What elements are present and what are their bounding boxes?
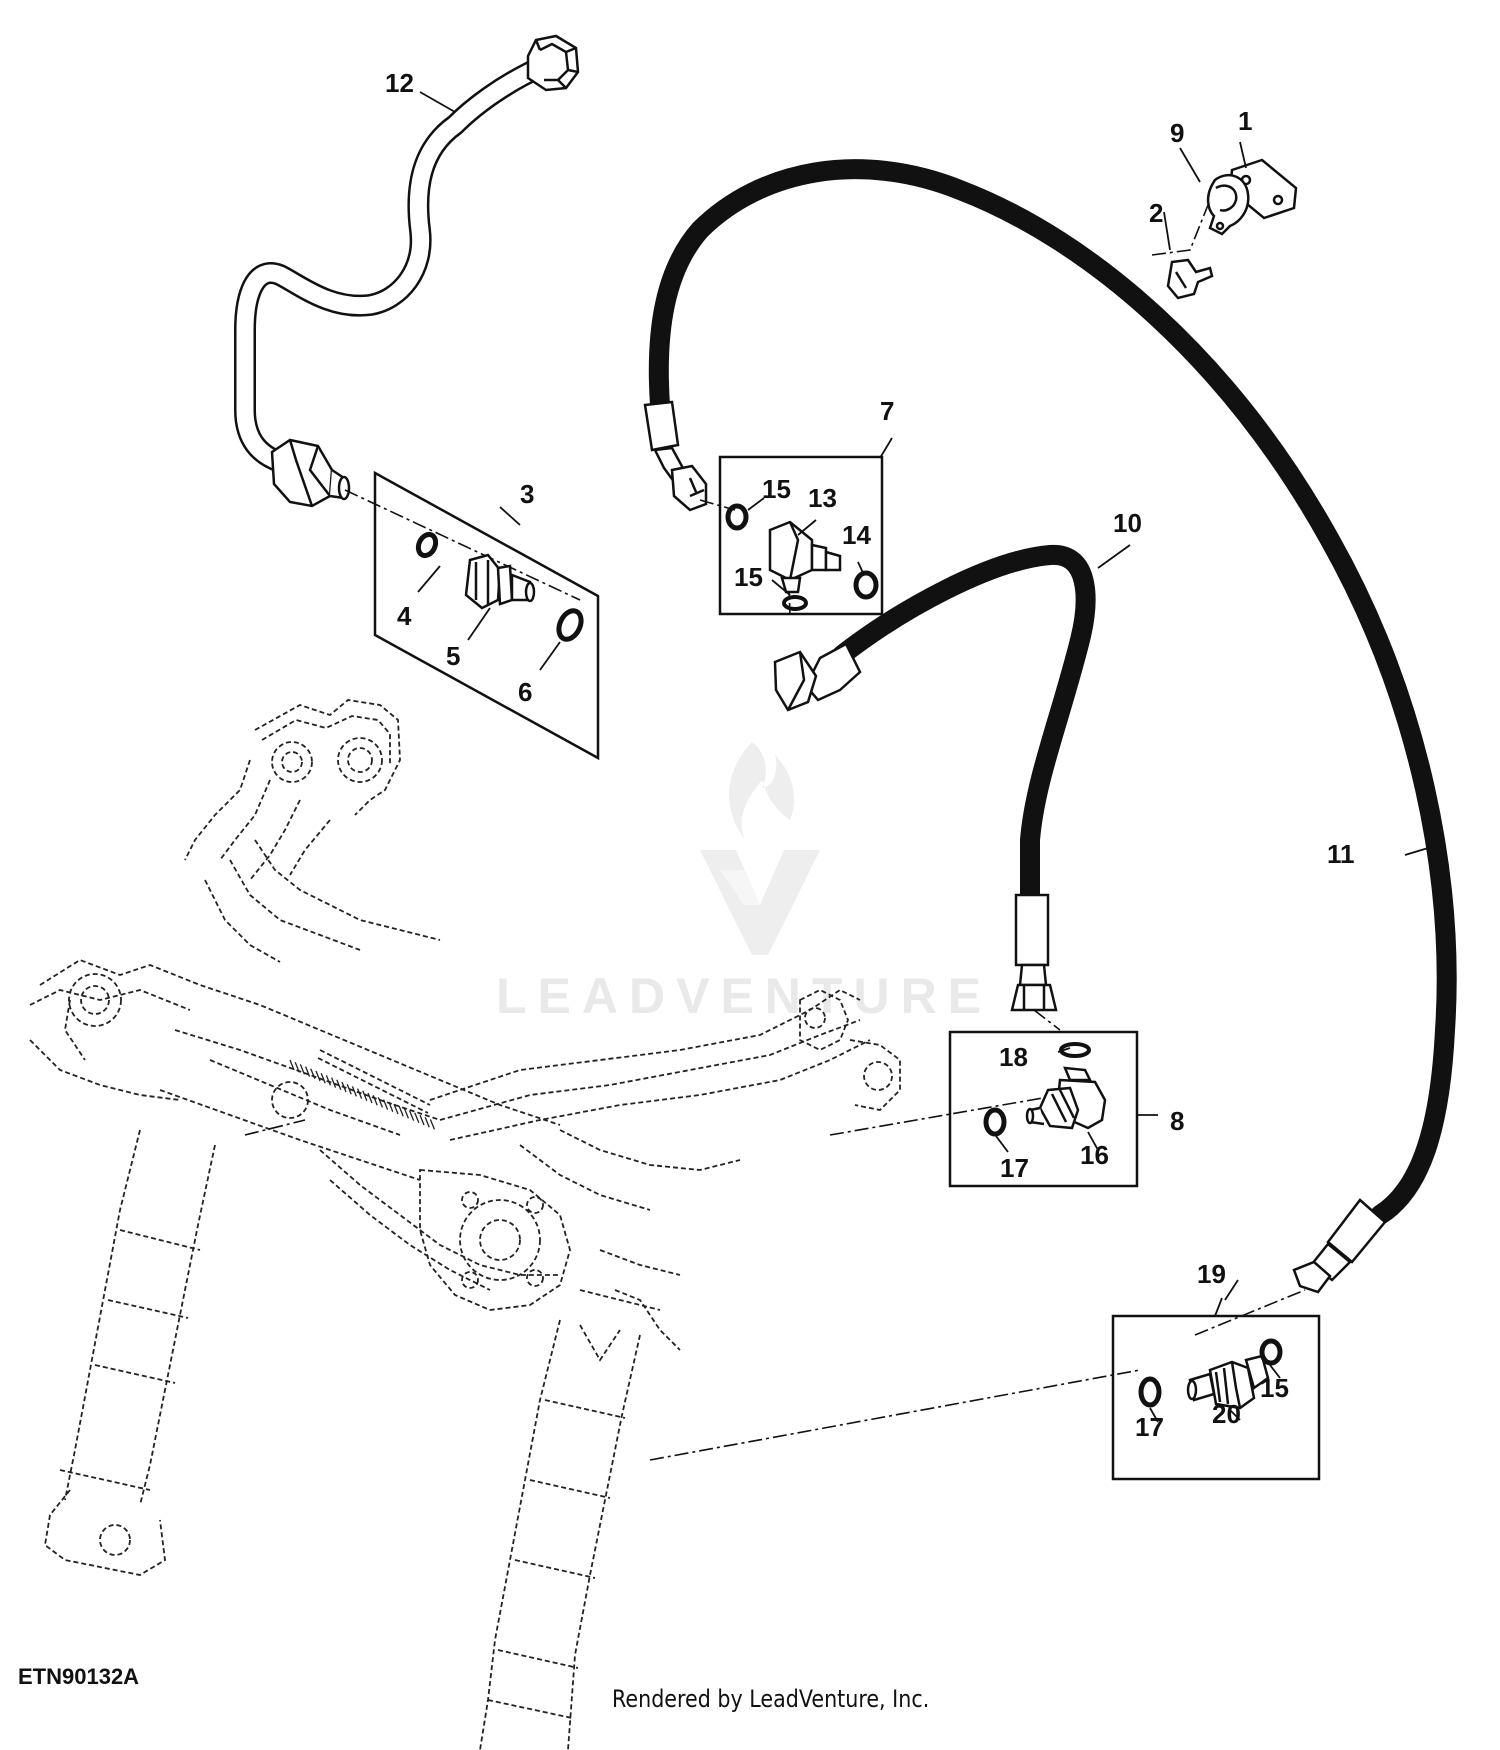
hatch-tick bbox=[315, 1070, 321, 1082]
callout-8: 8 bbox=[1170, 1106, 1184, 1136]
callout-18: 18 bbox=[999, 1042, 1028, 1072]
hatch-tick bbox=[289, 1059, 295, 1071]
callouts: 1 2 3 4 5 6 7 8 9 10 11 12 13 14 15 15 1… bbox=[385, 68, 1355, 1442]
hatch-tick bbox=[372, 1094, 378, 1106]
hatch-tick bbox=[429, 1119, 436, 1130]
detail-group-3 bbox=[373, 470, 600, 761]
hatch-tick bbox=[419, 1114, 425, 1126]
tee-fitting-13 bbox=[768, 520, 842, 594]
detail-group-7 bbox=[718, 437, 893, 616]
callout-10: 10 bbox=[1113, 508, 1142, 538]
fitting-20 bbox=[1186, 1354, 1270, 1410]
detail-group-8 bbox=[948, 1030, 1158, 1188]
hatch-tick bbox=[351, 1086, 358, 1097]
callout-9: 9 bbox=[1170, 118, 1184, 148]
hatch-tick bbox=[424, 1116, 430, 1128]
frame-hatching bbox=[289, 1059, 436, 1130]
hatch-tick bbox=[310, 1068, 316, 1080]
callout-6: 6 bbox=[518, 677, 532, 707]
watermark-logo-icon bbox=[700, 742, 820, 955]
callout-4: 4 bbox=[397, 601, 412, 631]
rigid-tube-12 bbox=[234, 34, 580, 508]
callout-15-box7-bottom: 15 bbox=[734, 562, 763, 592]
hatch-tick bbox=[294, 1061, 300, 1073]
callout-17-box8: 17 bbox=[1000, 1153, 1029, 1183]
callout-1: 1 bbox=[1238, 106, 1252, 136]
callout-16: 16 bbox=[1080, 1140, 1109, 1170]
hatch-tick bbox=[325, 1075, 332, 1086]
callout-20: 20 bbox=[1212, 1399, 1241, 1429]
hatch-tick bbox=[393, 1103, 399, 1115]
detail-group-19 bbox=[1111, 1297, 1321, 1481]
callout-11: 11 bbox=[1327, 839, 1355, 869]
callout-3: 3 bbox=[520, 479, 534, 509]
callout-7: 7 bbox=[880, 396, 894, 426]
tube-nut-bottom bbox=[270, 438, 351, 508]
center-lines bbox=[244, 204, 1306, 1461]
hatch-tick bbox=[336, 1079, 342, 1091]
clamp-9 bbox=[1206, 174, 1250, 236]
hatch-tick bbox=[356, 1088, 363, 1099]
adapter-5 bbox=[464, 553, 536, 610]
figure-id: ETN90132A bbox=[18, 1664, 140, 1689]
hatch-tick bbox=[299, 1064, 306, 1075]
callout-2: 2 bbox=[1149, 198, 1163, 228]
hatch-tick bbox=[320, 1072, 326, 1084]
watermark: LEADVENTURE bbox=[496, 742, 992, 1024]
hatch-tick bbox=[304, 1066, 311, 1077]
o-ring-4 bbox=[415, 531, 439, 559]
o-ring-6 bbox=[556, 608, 584, 642]
elbow-fitting-16 bbox=[1025, 1066, 1107, 1130]
hatch-tick bbox=[414, 1112, 420, 1124]
hatch-tick bbox=[330, 1077, 337, 1088]
callout-12: 12 bbox=[385, 68, 414, 98]
callout-15-box7-top: 15 bbox=[762, 474, 791, 504]
callout-5: 5 bbox=[446, 641, 460, 671]
hose-10 bbox=[773, 544, 1096, 1012]
callout-17-box19: 17 bbox=[1135, 1412, 1164, 1442]
render-credit: Rendered by LeadVenture, Inc. bbox=[612, 1685, 930, 1713]
hatch-tick bbox=[362, 1090, 368, 1102]
hatch-tick bbox=[341, 1081, 347, 1093]
hatch-tick bbox=[382, 1099, 389, 1110]
hatch-tick bbox=[388, 1101, 394, 1113]
callout-15-box19: 15 bbox=[1260, 1373, 1289, 1403]
hatch-tick bbox=[346, 1083, 352, 1095]
hatch-tick bbox=[408, 1110, 415, 1121]
frame-phantom bbox=[29, 699, 901, 1750]
leader-lines bbox=[419, 91, 1439, 1301]
tube-nut-top bbox=[526, 34, 580, 92]
hatch-tick bbox=[403, 1108, 410, 1119]
callout-13: 13 bbox=[808, 483, 837, 513]
hatch-tick bbox=[367, 1092, 373, 1104]
callout-14: 14 bbox=[842, 520, 871, 550]
bolt-2 bbox=[1166, 258, 1214, 300]
callout-19: 19 bbox=[1197, 1259, 1226, 1289]
hatch-tick bbox=[398, 1105, 404, 1117]
hatch-tick bbox=[377, 1097, 384, 1108]
watermark-text: LEADVENTURE bbox=[496, 968, 992, 1024]
clamp-group bbox=[1163, 141, 1298, 300]
hose-11 bbox=[643, 159, 1457, 1294]
